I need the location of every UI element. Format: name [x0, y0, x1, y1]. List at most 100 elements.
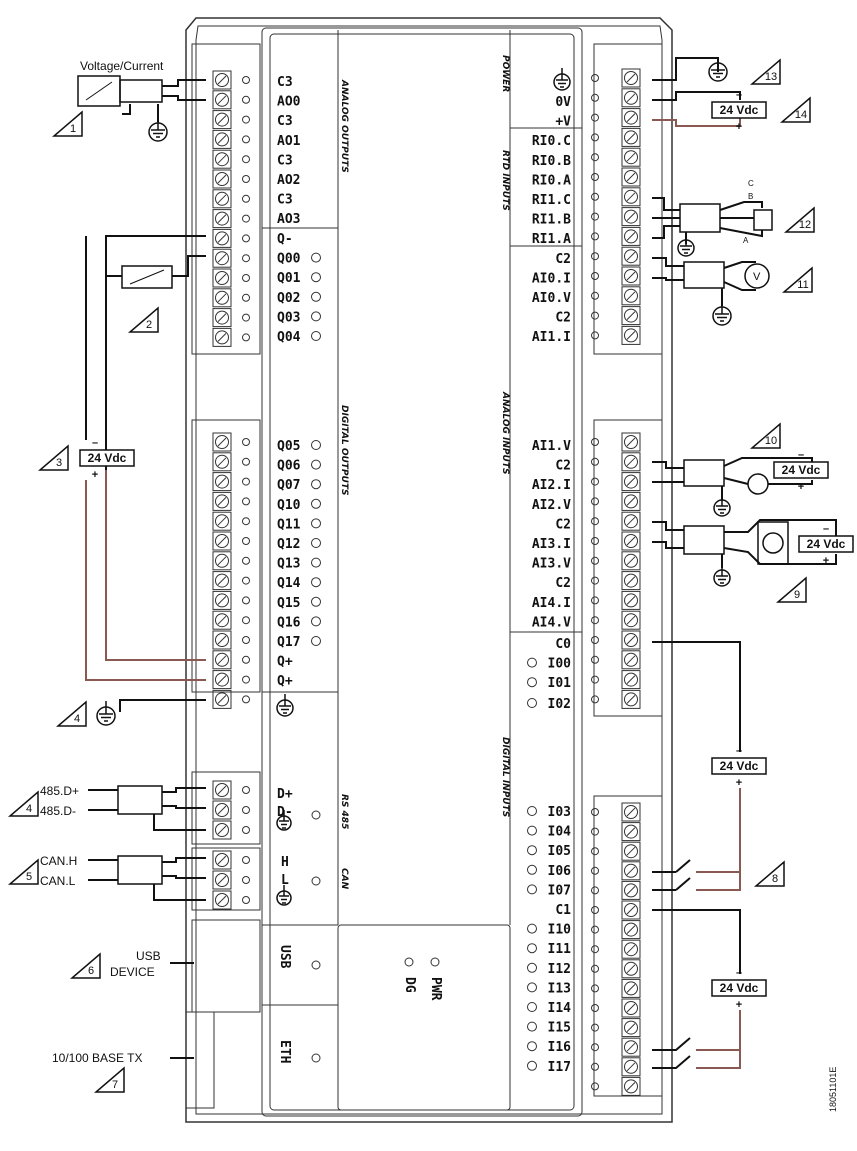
- right-terminal-label: I05: [548, 844, 571, 859]
- section-analog-outputs: ANALOG OUTPUTS: [339, 79, 349, 173]
- terminal-hole: [242, 313, 250, 322]
- marker-triangle: [779, 96, 811, 123]
- left-terminal-label: Q05: [277, 439, 300, 454]
- terminal-hole: [591, 1004, 599, 1012]
- right-terminal-label: C2: [555, 576, 571, 591]
- section-digital-outputs: DIGITAL OUTPUTS: [339, 405, 349, 495]
- left-terminal-label: C3: [277, 153, 293, 168]
- eth-label: 10/100 BASE TX: [52, 1051, 143, 1065]
- external-ground-symbols: [96, 57, 732, 726]
- input-led: [527, 1021, 537, 1032]
- output-led: [311, 596, 321, 607]
- output-led: [311, 272, 321, 283]
- right-terminal-label: RI0.B: [532, 154, 571, 169]
- voltmeter-symbol: V: [753, 271, 761, 283]
- terminal-hole: [242, 477, 250, 486]
- supply-24vdc-box: [773, 461, 829, 479]
- right-terminal-label: I04: [548, 825, 572, 840]
- terminal-screw: [215, 152, 229, 167]
- terminal-hole: [242, 695, 250, 704]
- section-power: POWER: [500, 55, 510, 92]
- right-terminal-label: C2: [555, 517, 571, 532]
- right-terminal-label: AI2.I: [532, 478, 571, 493]
- right-terminal-label: C2: [555, 252, 571, 267]
- terminal-screw: [624, 1020, 638, 1035]
- terminal-hole: [591, 252, 599, 261]
- supply-24vdc-box: [798, 535, 854, 553]
- terminal-screw: [624, 981, 638, 996]
- terminal-hole: [242, 293, 250, 302]
- left-terminal-label: Q14: [277, 576, 301, 591]
- supply-24vdc-box: [711, 757, 767, 775]
- input-led: [527, 982, 537, 993]
- marker-triangle: [93, 1066, 125, 1093]
- terminal-screw: [215, 211, 229, 226]
- terminal-screw: [624, 844, 638, 859]
- terminal-hole: [242, 254, 250, 263]
- terminal-screw: [215, 853, 229, 867]
- terminal-screw: [624, 308, 638, 323]
- eth-led: [311, 1053, 321, 1063]
- usb-port-label: USB: [277, 945, 292, 969]
- terminal-hole: [591, 192, 599, 201]
- terminal-hole: [591, 695, 599, 704]
- left-terminal-label: Q11: [277, 517, 301, 532]
- device-ground-symbols: [276, 68, 571, 906]
- supply-plus: +: [798, 481, 804, 493]
- terminal-hole: [591, 616, 599, 625]
- marker-triangle: [51, 110, 83, 137]
- section-rs485: RS 485: [339, 794, 349, 829]
- terminal-hole: [242, 596, 250, 605]
- terminal-hole: [242, 234, 250, 243]
- supply-label: 24 Vdc: [88, 451, 127, 465]
- supply-24vdc-box: [711, 979, 767, 997]
- terminal-screw: [624, 1059, 638, 1074]
- terminal-screw: [624, 553, 638, 568]
- marker-number: 6: [88, 965, 94, 977]
- terminal-screw: [215, 474, 229, 489]
- terminal-hole: [591, 636, 599, 644]
- terminal-hole: [591, 925, 599, 934]
- terminal-hole: [591, 537, 599, 545]
- output-led: [311, 616, 321, 627]
- right-terminal-label: C0: [555, 637, 571, 652]
- input-led: [527, 825, 537, 836]
- terminal-screw: [624, 652, 638, 667]
- terminal-hole: [242, 135, 250, 144]
- comm-labels: D+ D- H L USB ETH PWR DG: [277, 787, 443, 1063]
- terminal-screw: [624, 961, 638, 976]
- supply-minus: –: [798, 449, 804, 461]
- usb-led: [311, 960, 321, 970]
- input-led: [527, 923, 537, 934]
- terminal-hole: [242, 194, 250, 203]
- left-terminal-label: Q10: [277, 498, 301, 513]
- terminal-screw: [215, 823, 229, 837]
- rs485-led: [311, 810, 321, 820]
- marker-triangle: [753, 860, 785, 887]
- external-labels: Voltage/Current 485.D+ 485.D- CAN.H CAN.…: [40, 59, 838, 1112]
- right-terminal-label: AI2.V: [532, 498, 571, 513]
- terminal-screw: [624, 922, 638, 937]
- marker-triangle: [7, 858, 39, 885]
- marker-number: 2: [146, 319, 152, 331]
- terminal-hole: [591, 556, 599, 565]
- marker-triangle: [783, 206, 815, 233]
- supply-label: 24 Vdc: [720, 759, 759, 773]
- terminal-hole: [242, 537, 250, 545]
- right-terminal-label: I17: [548, 1060, 571, 1075]
- left-terminal-label: Q00: [277, 252, 301, 267]
- input-led: [527, 1060, 537, 1071]
- right-terminal-label: AI3.I: [532, 537, 571, 552]
- right-terminal-label: AI1.V: [532, 439, 571, 454]
- terminal-hole: [591, 74, 599, 82]
- input-led: [527, 657, 537, 668]
- terminal-hole: [242, 636, 250, 644]
- terminal-hole: [242, 806, 250, 814]
- marker-number: 1: [70, 123, 76, 135]
- dg-led-label: DG: [402, 977, 417, 993]
- terminal-screw: [624, 110, 638, 125]
- output-led: [311, 577, 321, 588]
- terminal-hole: [242, 896, 250, 904]
- right-terminal-label: RI1.A: [532, 232, 571, 247]
- supply-boxes: 24 Vdc–+24 Vdc–+24 Vdc–+24 Vdc–+24 Vdc–+…: [79, 89, 854, 1011]
